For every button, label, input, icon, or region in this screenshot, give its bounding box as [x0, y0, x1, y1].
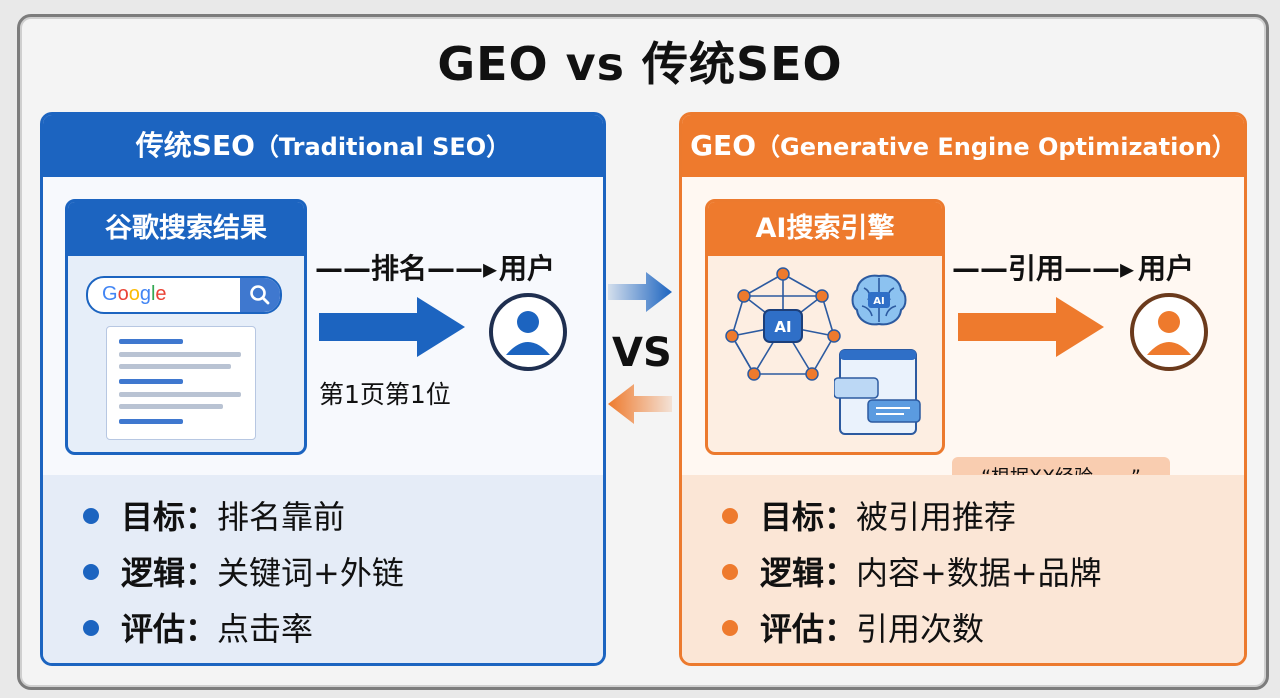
bullet-logic: 逻辑：内容+数据+品牌 — [722, 545, 1102, 601]
geo-user-label: 用户 — [1138, 252, 1195, 285]
vs-label: VS — [612, 330, 672, 376]
bullet-goal: 目标：被引用推荐 — [722, 489, 1102, 545]
result-line — [119, 364, 231, 369]
result-line — [119, 392, 241, 397]
bullet-logic: 逻辑：关键词+外链 — [83, 545, 404, 601]
result-line — [119, 404, 223, 409]
bullet-dot — [722, 564, 738, 580]
svg-text:AI: AI — [774, 318, 791, 336]
neural-network-icon: AI — [725, 267, 841, 381]
search-icon — [240, 278, 280, 312]
bullet-goal: 目标：排名靠前 — [83, 489, 404, 545]
result-title-line — [119, 379, 183, 384]
rank-position-note: 第1页第1位 — [319, 380, 451, 409]
geo-header-title: GEO — [690, 129, 756, 162]
cite-flow-label: ——引用——▸ — [952, 252, 1135, 285]
seo-header-subtitle: （Traditional SEO） — [254, 133, 511, 161]
google-logo: Google — [102, 283, 167, 305]
user-icon — [489, 293, 567, 371]
geo-bullet-list: 目标：被引用推荐 逻辑：内容+数据+品牌 评估：引用次数 — [722, 489, 1102, 657]
arrow-right-icon — [958, 297, 1104, 357]
google-results-card: 谷歌搜索结果 Google — [65, 199, 307, 455]
seo-header-title: 传统SEO — [135, 129, 255, 162]
geo-header-subtitle: （Generative Engine Optimization） — [756, 133, 1236, 161]
arrow-left-icon — [608, 384, 672, 424]
seo-panel-header: 传统SEO（Traditional SEO） — [43, 115, 603, 177]
page-title: GEO vs 传统SEO — [437, 37, 843, 91]
ai-engine-card: AI搜索引擎 AI — [705, 199, 945, 455]
seo-panel: 传统SEO（Traditional SEO） 谷歌搜索结果 Google ——排… — [40, 112, 606, 666]
geo-summary: 目标：被引用推荐 逻辑：内容+数据+品牌 评估：引用次数 — [682, 475, 1244, 663]
result-line — [119, 352, 241, 357]
search-results-list — [106, 326, 256, 440]
arrow-right-icon — [608, 272, 672, 312]
seo-bullet-list: 目标：排名靠前 逻辑：关键词+外链 评估：点击率 — [83, 489, 404, 657]
geo-panel-header: GEO（Generative Engine Optimization） — [682, 115, 1244, 177]
bullet-dot — [83, 564, 99, 580]
seo-illustration: 谷歌搜索结果 Google ——排名——▸ 用户 — [43, 177, 603, 475]
ai-engine-title: AI搜索引擎 — [708, 202, 942, 256]
geo-illustration: AI搜索引擎 AI — [682, 177, 1244, 497]
arrow-right-icon — [319, 297, 465, 357]
bullet-metric: 评估：引用次数 — [722, 601, 1102, 657]
bullet-metric: 评估：点击率 — [83, 601, 404, 657]
bullet-dot — [722, 508, 738, 524]
rank-flow-label: ——排名——▸ — [315, 252, 498, 285]
bullet-dot — [722, 620, 738, 636]
result-title-line — [119, 419, 183, 424]
result-title-line — [119, 339, 183, 344]
bullet-dot — [83, 620, 99, 636]
google-results-title: 谷歌搜索结果 — [68, 202, 304, 256]
geo-panel: GEO（Generative Engine Optimization） AI搜索… — [679, 112, 1247, 666]
ai-brain-icon: AI — [851, 274, 907, 326]
search-bar: Google — [86, 276, 282, 314]
seo-user-label: 用户 — [499, 252, 556, 285]
bullet-dot — [83, 508, 99, 524]
seo-summary: 目标：排名靠前 逻辑：关键词+外链 评估：点击率 — [43, 475, 603, 663]
svg-text:AI: AI — [873, 296, 884, 307]
chat-window-icon — [834, 349, 921, 435]
user-icon — [1130, 293, 1208, 371]
